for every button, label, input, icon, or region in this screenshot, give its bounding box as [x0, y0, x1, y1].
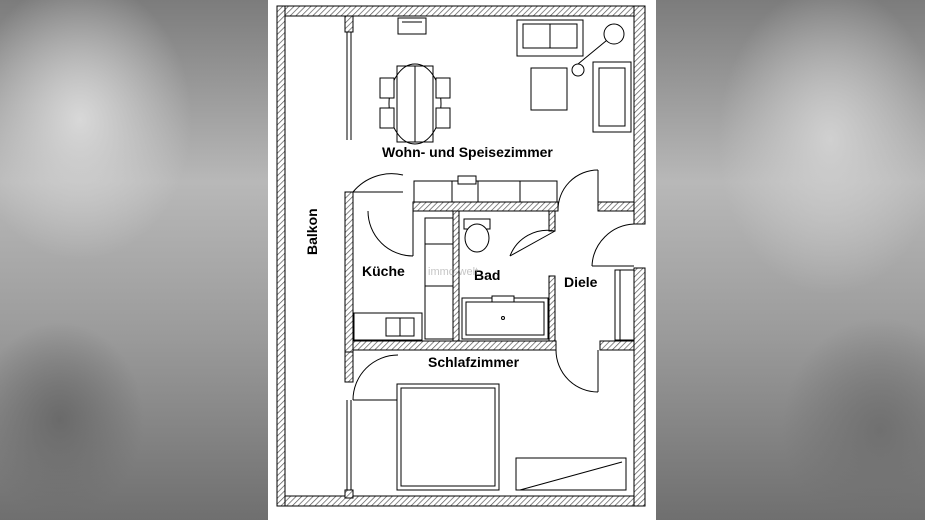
room-label-kueche: Küche	[362, 263, 405, 279]
kitchen-counter	[353, 175, 558, 341]
bedroom-top-wall	[352, 340, 635, 351]
room-label-bad: Bad	[474, 267, 501, 283]
room-label-diele: Diele	[564, 274, 598, 290]
balcony-wall	[344, 15, 354, 499]
room-label-balkon: Balkon	[304, 208, 320, 255]
kitchen-top-wall	[412, 201, 635, 212]
bedroom-furniture	[396, 383, 627, 491]
watermark: immo-welt	[428, 266, 479, 278]
room-label-wohn: Wohn- und Speisezimmer	[382, 144, 553, 160]
door-swings	[352, 169, 635, 401]
living-furniture	[379, 17, 632, 145]
hall-cabinet	[614, 269, 635, 341]
balcony-windows	[346, 32, 352, 490]
bath-fixtures	[461, 218, 549, 340]
exterior-walls	[276, 5, 646, 507]
room-label-schlaf: Schlafzimmer	[428, 354, 520, 370]
